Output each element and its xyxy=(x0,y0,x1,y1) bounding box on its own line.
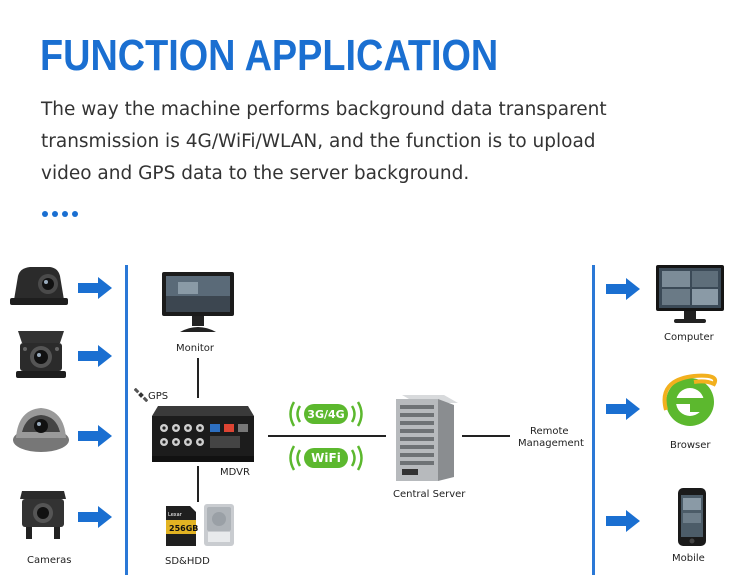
computer-label: Computer xyxy=(664,332,714,343)
camera-arrow-1 xyxy=(78,277,112,299)
server-remote-connector xyxy=(462,435,510,437)
rear-camera-icon xyxy=(20,491,66,539)
monitor-mdvr-connector xyxy=(197,358,199,398)
right-divider-line xyxy=(592,265,595,575)
remote-label-line1: Remote xyxy=(530,426,569,437)
browser-e-icon xyxy=(662,373,717,426)
camera-arrow-3 xyxy=(78,425,112,447)
side-camera-icon xyxy=(10,267,68,305)
mobile-label: Mobile xyxy=(672,553,705,564)
output-arrow-computer xyxy=(606,278,640,300)
server-label: Central Server xyxy=(393,489,466,500)
decorative-dots xyxy=(42,202,82,217)
satellite-icon xyxy=(134,388,148,402)
mdvr-network-connector xyxy=(268,435,386,437)
cameras-label: Cameras xyxy=(27,555,72,566)
hdd-icon xyxy=(204,504,234,546)
mdvr-device-icon xyxy=(152,406,254,462)
mdvr-label: MDVR xyxy=(220,467,250,478)
network-wifi-badge: WiFi xyxy=(289,445,363,471)
svg-text:256GB: 256GB xyxy=(169,524,198,533)
mdvr-storage-connector xyxy=(197,466,199,502)
monitor-icon xyxy=(162,272,234,332)
left-divider-line xyxy=(125,265,128,575)
monitor-label: Monitor xyxy=(176,343,215,354)
camera-arrow-2 xyxy=(78,345,112,367)
network-3g4g-badge: 3G/4G xyxy=(289,401,363,427)
output-arrow-browser xyxy=(606,398,640,420)
sd-card-icon: Lexar 256GB xyxy=(166,506,198,546)
description-text: The way the machine performs background … xyxy=(41,99,607,184)
gps-label: GPS xyxy=(148,391,169,402)
camera-arrow-4 xyxy=(78,506,112,528)
remote-label-line2: Management xyxy=(518,438,584,449)
storage-label: SD&HDD xyxy=(165,556,210,567)
computer-monitor-icon xyxy=(656,265,724,323)
mobile-phone-icon xyxy=(678,488,706,546)
box-camera-icon xyxy=(16,331,66,378)
server-tower-icon xyxy=(396,395,458,481)
dome-camera-icon xyxy=(13,408,69,452)
svg-text:WiFi: WiFi xyxy=(311,451,341,465)
svg-text:3G/4G: 3G/4G xyxy=(307,408,344,421)
svg-text:Lexar: Lexar xyxy=(168,512,183,518)
output-arrow-mobile xyxy=(606,510,640,532)
page-title: FUNCTION APPLICATION xyxy=(40,31,499,80)
browser-label: Browser xyxy=(670,440,711,451)
